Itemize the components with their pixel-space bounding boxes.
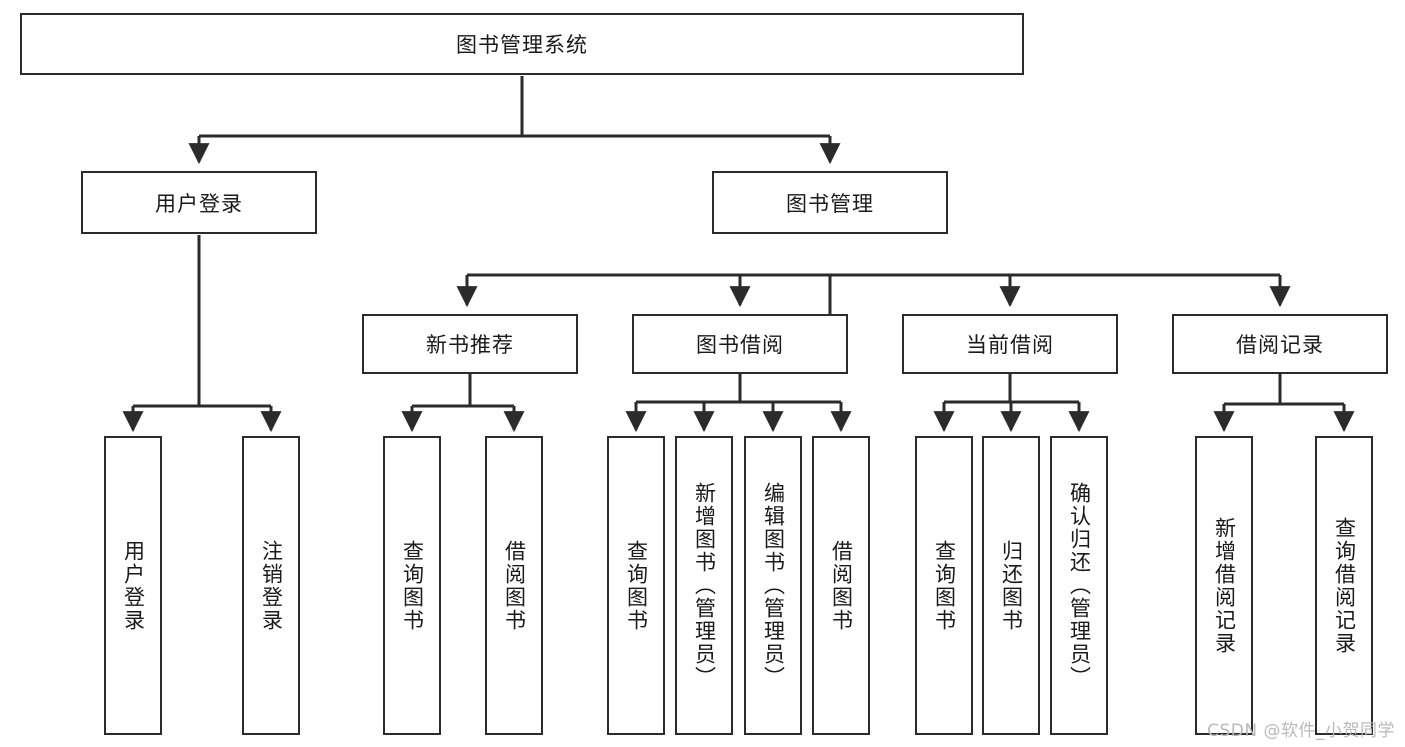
node-leaf-borrow-book-2[interactable]: 借阅图书 [812,436,870,735]
node-leaf-user-login-label: 用户登录 [121,539,146,632]
node-leaf-query-book-3-label: 查询图书 [932,539,957,632]
node-leaf-borrow-book-1-label: 借阅图书 [502,539,527,632]
node-leaf-logout[interactable]: 注销登录 [242,436,300,735]
node-borrow-records-label: 借阅记录 [1236,333,1324,357]
node-leaf-borrow-book-1[interactable]: 借阅图书 [485,436,543,735]
node-leaf-confirm-return-admin[interactable]: 确认归还（管理员） [1050,436,1108,735]
node-book-management[interactable]: 图书管理 [712,171,948,234]
node-leaf-add-book-admin[interactable]: 新增图书（管理员） [675,436,733,735]
node-leaf-add-borrow-record-label: 新增借阅记录 [1212,516,1237,655]
node-leaf-query-book-2-label: 查询图书 [624,539,649,632]
node-leaf-edit-book-admin-label: 编辑图书（管理员） [761,482,786,689]
node-leaf-add-book-admin-label: 新增图书（管理员） [692,482,717,689]
node-leaf-borrow-book-2-label: 借阅图书 [829,539,854,632]
node-leaf-return-book-label: 归还图书 [999,539,1024,632]
node-leaf-return-book[interactable]: 归还图书 [982,436,1040,735]
node-leaf-edit-book-admin[interactable]: 编辑图书（管理员） [744,436,802,735]
node-leaf-confirm-return-admin-label: 确认归还（管理员） [1067,482,1092,689]
node-leaf-query-borrow-record-label: 查询借阅记录 [1332,516,1357,655]
node-book-management-label: 图书管理 [786,191,874,216]
node-leaf-query-book-3[interactable]: 查询图书 [915,436,973,735]
node-leaf-add-borrow-record[interactable]: 新增借阅记录 [1195,436,1253,735]
node-book-borrow[interactable]: 图书借阅 [632,314,848,374]
node-user-login-label: 用户登录 [155,191,243,216]
node-root-label: 图书管理系统 [456,33,588,57]
node-leaf-query-book-1[interactable]: 查询图书 [383,436,441,735]
csdn-watermark: CSDN @软件_小贺同学 [1207,721,1395,741]
node-current-borrow-label: 当前借阅 [966,333,1054,357]
node-leaf-user-login[interactable]: 用户登录 [104,436,162,735]
node-book-borrow-label: 图书借阅 [696,333,784,357]
node-borrow-records[interactable]: 借阅记录 [1172,314,1388,374]
node-user-login[interactable]: 用户登录 [81,171,317,234]
node-leaf-logout-label: 注销登录 [259,539,284,632]
node-leaf-query-book-1-label: 查询图书 [400,539,425,632]
node-leaf-query-book-2[interactable]: 查询图书 [607,436,665,735]
node-root[interactable]: 图书管理系统 [20,13,1024,75]
node-new-book-recommend[interactable]: 新书推荐 [362,314,578,374]
node-new-book-recommend-label: 新书推荐 [426,333,514,357]
node-current-borrow[interactable]: 当前借阅 [902,314,1118,374]
node-leaf-query-borrow-record[interactable]: 查询借阅记录 [1315,436,1373,735]
